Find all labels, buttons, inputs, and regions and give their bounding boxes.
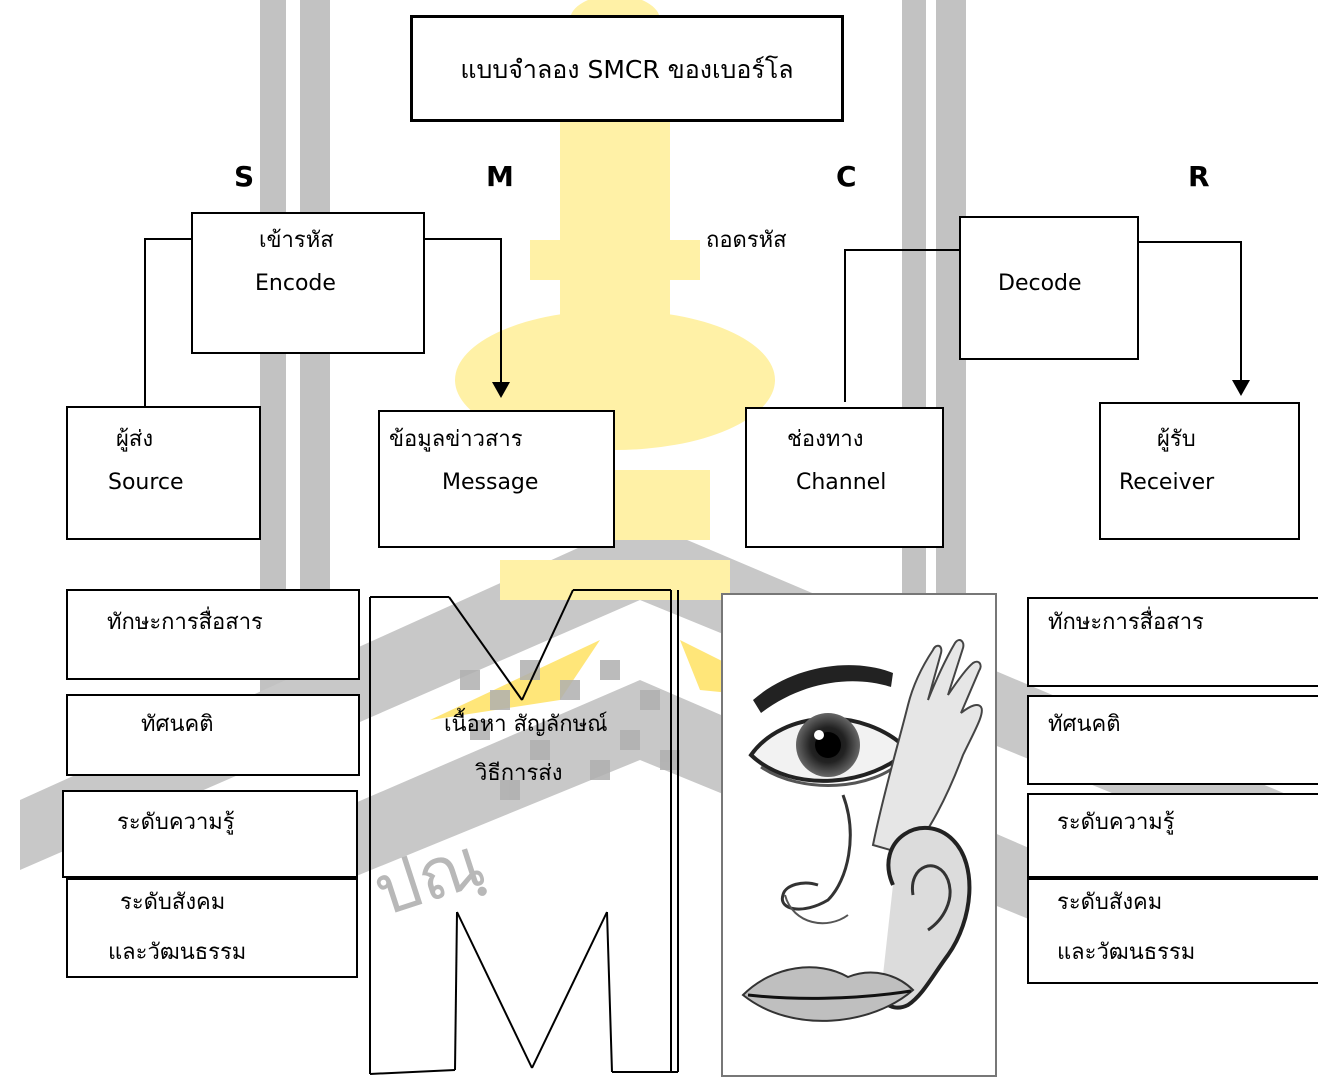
source-factor-label: และวัฒนธรรม: [108, 940, 247, 965]
source-factor-label: ทักษะการสื่อสาร: [107, 610, 263, 635]
receiver-factor-box: [1027, 878, 1318, 984]
message-en-label: Message: [442, 470, 539, 495]
receiver-box: [1099, 402, 1300, 540]
letter-r: R: [1188, 160, 1210, 193]
eye-ear-nose-mouth-hand-icon: [741, 639, 983, 1022]
encode-thai-label: เข้ารหัส: [259, 228, 334, 253]
decode-en-label: Decode: [998, 271, 1082, 296]
letter-s: S: [234, 160, 255, 193]
receiver-en-label: Receiver: [1119, 470, 1215, 495]
source-factor-box: [66, 878, 358, 978]
diagram-title: แบบจำลอง SMCR ของเบอร์โล: [460, 55, 794, 84]
receiver-factor-box: [1027, 597, 1318, 687]
source-factor-box: [62, 790, 358, 878]
receiver-factor-label: ระดับความรู้: [1057, 810, 1175, 835]
message-thai-label: ข้อมูลข่าวสาร: [389, 427, 523, 452]
receiver-factor-label: ทัศนคติ: [1048, 712, 1121, 737]
source-box: [66, 406, 261, 540]
decode-box: [959, 216, 1139, 360]
letter-c: C: [836, 160, 857, 193]
receiver-factor-label: ทักษะการสื่อสาร: [1048, 610, 1204, 635]
receiver-factor-box: [1027, 695, 1318, 785]
receiver-factor-label: และวัฒนธรรม: [1057, 940, 1196, 965]
source-en-label: Source: [108, 470, 184, 495]
source-factor-box: [66, 589, 360, 680]
message-box: [378, 410, 615, 548]
source-factor-label: ระดับความรู้: [117, 810, 235, 835]
message-content-line2: วิธีการส่ง: [475, 761, 563, 786]
encode-box: [191, 212, 425, 354]
source-factor-label: ระดับสังคม: [120, 890, 226, 915]
message-content-line1: เนื้อหา สัญลักษณ์: [444, 712, 608, 737]
receiver-factor-box: [1027, 793, 1318, 878]
senses-image: [721, 593, 997, 1077]
source-factor-label: ทัศนคติ: [141, 712, 214, 737]
channel-thai-label: ช่องทาง: [787, 427, 864, 452]
decode-thai-label: ถอดรหัส: [706, 228, 787, 253]
encode-en-label: Encode: [255, 271, 336, 296]
title-box: แบบจำลอง SMCR ของเบอร์โล: [410, 15, 844, 122]
receiver-thai-label: ผู้รับ: [1157, 427, 1196, 452]
source-factor-box: [66, 694, 360, 776]
channel-en-label: Channel: [796, 470, 887, 495]
source-thai-label: ผู้ส่ง: [116, 427, 154, 452]
letter-m: M: [486, 160, 514, 193]
channel-box: [745, 407, 944, 548]
receiver-factor-label: ระดับสังคม: [1057, 890, 1163, 915]
